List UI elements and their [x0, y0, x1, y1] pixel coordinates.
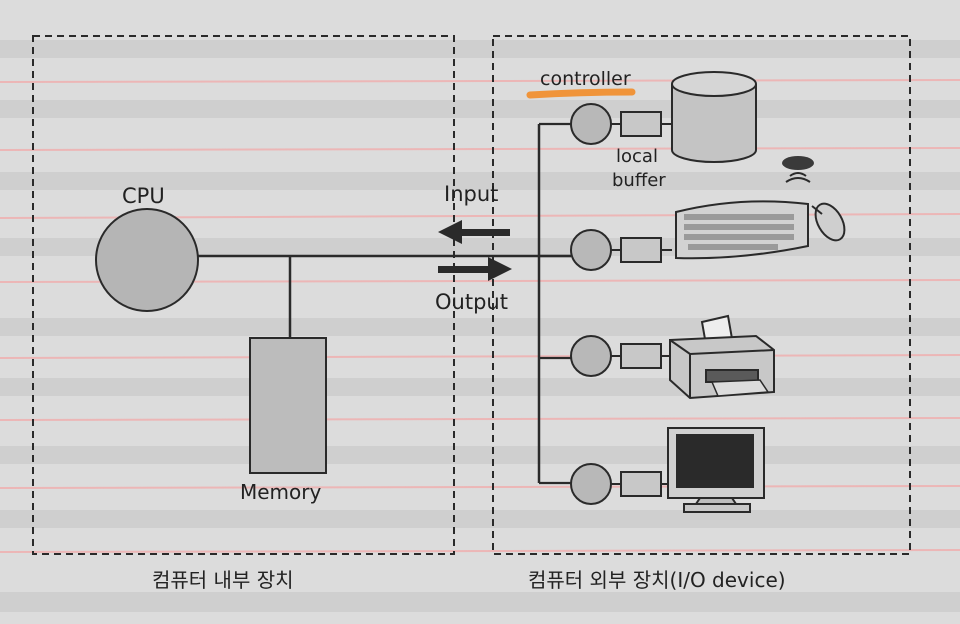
cpu-circle	[95, 208, 199, 312]
external-devices-caption: 컴퓨터 외부 장치(I/O device)	[528, 568, 786, 592]
local-buffer-2	[620, 237, 662, 263]
local-buffer-3	[620, 343, 662, 369]
disk-cylinder-icon	[671, 71, 757, 163]
memory-label: Memory	[240, 480, 322, 504]
local-buffer-4	[620, 471, 662, 497]
external-devices-box	[492, 35, 911, 555]
local-buffer-1	[620, 111, 662, 137]
cpu-label: CPU	[122, 184, 165, 208]
monitor-icon	[667, 427, 765, 513]
controller-2	[570, 229, 672, 271]
local-buffer-label-buffer: buffer	[612, 170, 666, 191]
output-arrow	[438, 257, 512, 281]
internal-devices-box	[32, 35, 455, 555]
internal-devices-caption: 컴퓨터 내부 장치	[152, 568, 294, 592]
local-buffer-label-local: local	[616, 146, 658, 167]
controller-1	[570, 103, 672, 145]
keyboard-mouse-icon	[675, 156, 846, 260]
controller-highlight	[526, 88, 636, 99]
memory-block	[249, 337, 327, 474]
output-label: Output	[435, 290, 508, 314]
controller-4	[570, 463, 672, 505]
controller-3	[570, 335, 672, 377]
controller-label: controller	[540, 68, 631, 90]
input-arrow	[438, 220, 510, 244]
printer-icon	[669, 314, 775, 400]
input-label: Input	[444, 182, 499, 206]
